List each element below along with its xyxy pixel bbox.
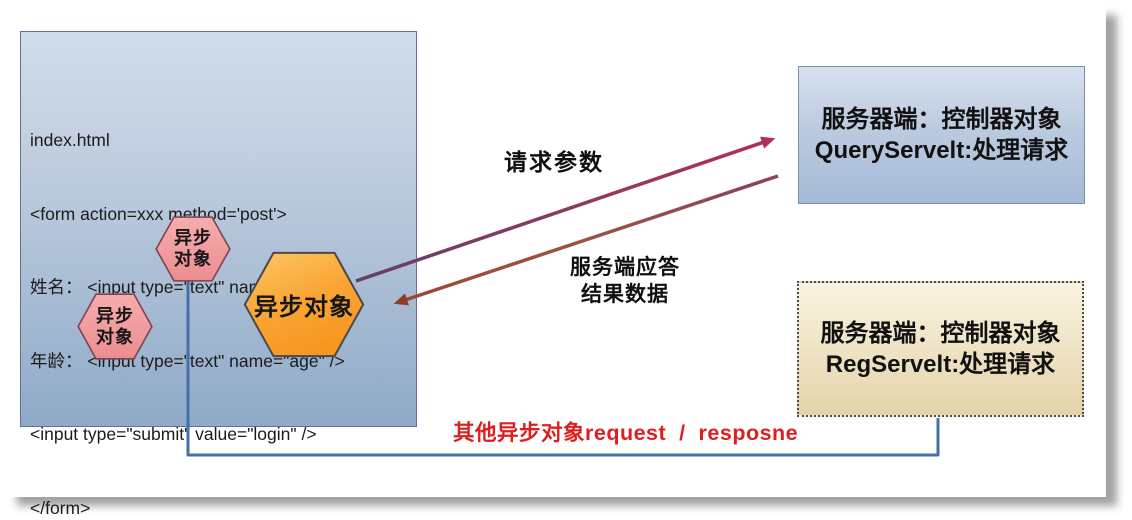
code-line: </form> xyxy=(30,497,91,518)
hexagon-shape xyxy=(77,293,153,360)
async-object-hex-top: 异步 对象 xyxy=(155,216,231,282)
response-label-line: 服务端应答 xyxy=(570,256,680,279)
hexagon-shape xyxy=(243,251,365,358)
server-box-subtitle: QueryServelt:处理请求 xyxy=(814,137,1069,164)
server-box-title: 服务器端：控制器对象 xyxy=(821,106,1062,133)
server-box-title: 服务器端：控制器对象 xyxy=(820,320,1061,347)
hex-label-line: 对象 xyxy=(96,326,134,347)
code-line: <input type="submit" value="login" /> xyxy=(30,424,317,444)
slide-canvas: index.html <form action=xxx method='post… xyxy=(20,31,1085,518)
async-object-hex-main: 异步对象 xyxy=(243,251,365,358)
hexagon-shape xyxy=(155,216,231,282)
async-object-hex-left: 异步 对象 xyxy=(77,293,153,360)
response-data-label: 服务端应答 结果数据 xyxy=(549,254,701,308)
request-params-label: 请求参数 xyxy=(504,149,604,175)
reg-servlet-box: 服务器端：控制器对象 RegServelt:处理请求 xyxy=(797,281,1084,417)
hex-label-line: 对象 xyxy=(174,249,212,269)
hex-label-line: 异步对象 xyxy=(254,294,354,321)
response-label-line: 结果数据 xyxy=(581,283,669,306)
query-servlet-box: 服务器端：控制器对象 QueryServelt:处理请求 xyxy=(798,66,1085,204)
server-box-subtitle: RegServelt:处理请求 xyxy=(825,351,1056,378)
code-line: <form action=xxx method='post'> xyxy=(30,203,287,224)
hex-label-line: 异步 xyxy=(96,305,134,326)
other-async-label: 其他异步对象request / resposne xyxy=(453,421,799,445)
hex-label-line: 异步 xyxy=(174,228,212,248)
code-line: index.html xyxy=(30,130,110,150)
